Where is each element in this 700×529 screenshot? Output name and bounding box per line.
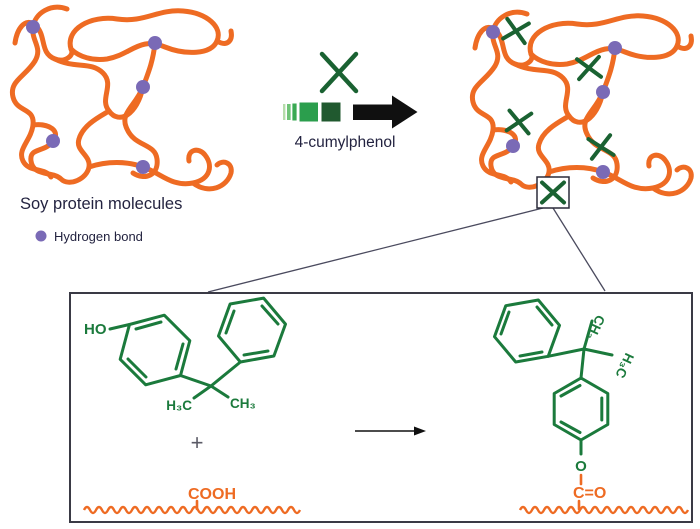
protein-chain-left: COOH [82,486,302,515]
soy-protein-network-left [12,7,231,189]
callout-line-right [552,207,606,292]
hydroxyl-label: HO [84,321,107,338]
ester-oxygen-label: O [575,458,587,475]
product-structure: CH₃ H₃C O C=O [493,298,637,511]
soy-protein-title: Soy protein molecules [20,195,182,213]
arrowhead [392,95,418,129]
carbonyl-label: C=O [573,485,606,502]
methyl-left-label: H₃C [166,398,192,413]
reaction-arrow [355,426,426,436]
carboxyl-label: COOH [188,486,236,503]
reagent-label: 4-cumylphenol [295,134,396,151]
polymer-wave [82,505,302,515]
callout-line-left [207,207,544,293]
methyl-right-label: CH₃ [230,396,256,411]
gradient-arrow [283,95,418,129]
legend-hydrogen-bond-label: Hydrogen bond [54,229,143,244]
reactant-structure: HO H₃C CH₃ [84,296,287,413]
protein-chain-right [518,505,690,515]
crosslink-x-icon [501,16,531,46]
phenyl-ring [217,296,287,364]
crosslink-x-icon [504,108,534,136]
legend-hydrogen-bond-dot [35,230,47,242]
cumylphenol-x-icon [319,51,359,94]
phenol-ring [118,313,192,387]
polymer-wave [518,505,690,515]
crosslink-x-icon [575,54,603,82]
plus-sign: + [191,430,204,455]
